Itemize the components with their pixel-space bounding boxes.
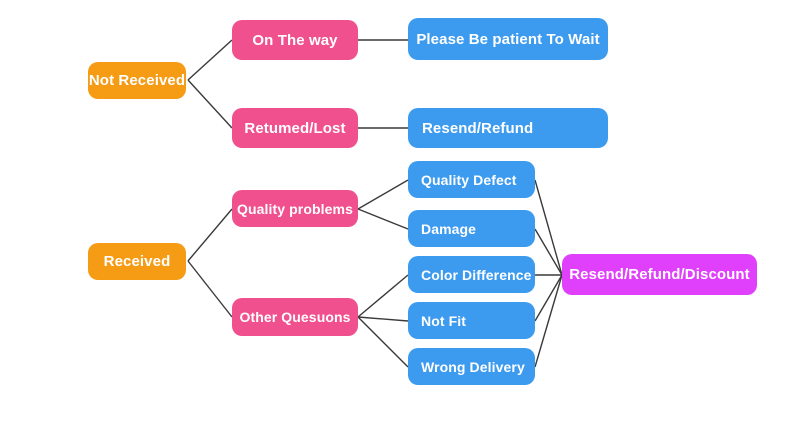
node-label-quality-problems: Quality problems bbox=[237, 200, 353, 217]
node-label-damage: Damage bbox=[421, 220, 477, 237]
node-please-be-patient[interactable]: Please Be patient To Wait bbox=[408, 18, 608, 60]
node-label-resend-refund: Resend/Refund bbox=[422, 119, 534, 137]
edge-quality-defect-to-resend-refund-discount bbox=[534, 179, 563, 276]
edge-received-to-quality-problems bbox=[187, 208, 233, 262]
edge-not-fit-to-resend-refund-discount bbox=[534, 274, 563, 322]
node-label-wrong-delivery: Wrong Delivery bbox=[421, 358, 525, 375]
node-quality-problems[interactable]: Quality problems bbox=[232, 190, 358, 227]
edge-wrong-delivery-to-resend-refund-discount bbox=[534, 274, 563, 368]
edge-other-questions-to-color-difference bbox=[357, 274, 409, 318]
node-label-other-questions: Other Quesuons bbox=[239, 309, 351, 325]
node-label-please-be-patient: Please Be patient To Wait bbox=[416, 30, 600, 48]
edge-damage-to-resend-refund-discount bbox=[534, 228, 563, 276]
edge-not-received-to-returned-lost bbox=[187, 79, 233, 129]
node-received[interactable]: Received bbox=[88, 243, 186, 280]
node-label-received: Received bbox=[103, 253, 171, 270]
node-on-the-way[interactable]: On The way bbox=[232, 20, 358, 60]
node-quality-defect[interactable]: Quality Defect bbox=[408, 161, 535, 198]
edge-not-received-to-on-the-way bbox=[187, 39, 233, 81]
edge-quality-problems-to-quality-defect bbox=[357, 179, 409, 210]
node-damage[interactable]: Damage bbox=[408, 210, 535, 247]
edge-other-questions-to-not-fit bbox=[357, 316, 409, 322]
node-other-questions[interactable]: Other Quesuons bbox=[232, 298, 358, 336]
node-label-not-received: Not Received bbox=[88, 72, 186, 89]
node-resend-refund-discount[interactable]: Resend/Refund/Discount bbox=[562, 254, 757, 295]
node-label-on-the-way: On The way bbox=[252, 31, 338, 49]
node-label-resend-refund-discount: Resend/Refund/Discount bbox=[569, 266, 750, 283]
node-not-fit[interactable]: Not Fit bbox=[408, 302, 535, 339]
node-resend-refund[interactable]: Resend/Refund bbox=[408, 108, 608, 148]
node-not-received[interactable]: Not Received bbox=[88, 62, 186, 99]
edge-quality-problems-to-damage bbox=[357, 208, 409, 230]
edge-received-to-other-questions bbox=[187, 260, 233, 318]
node-wrong-delivery[interactable]: Wrong Delivery bbox=[408, 348, 535, 385]
node-label-not-fit: Not Fit bbox=[421, 312, 467, 329]
node-label-color-difference: Color Difference bbox=[421, 266, 532, 283]
edge-other-questions-to-wrong-delivery bbox=[357, 316, 409, 368]
node-label-quality-defect: Quality Defect bbox=[421, 171, 517, 188]
node-returned-lost[interactable]: Retumed/Lost bbox=[232, 108, 358, 148]
node-label-returned-lost: Retumed/Lost bbox=[244, 119, 346, 137]
node-color-difference[interactable]: Color Difference bbox=[408, 256, 535, 293]
